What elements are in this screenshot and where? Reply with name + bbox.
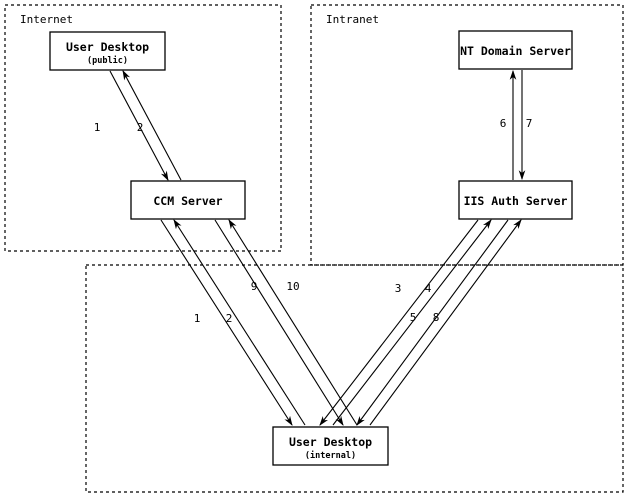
node-title-user-desktop-internal: User Desktop [289, 435, 372, 449]
flow-step-labels: 1 2 1 2 9 10 3 4 5 8 6 7 [94, 117, 533, 325]
node-title-user-desktop-public: User Desktop [66, 40, 149, 54]
step-label-1: 1 [194, 312, 201, 325]
node-user-desktop-public[interactable]: User Desktop(public) [49, 31, 166, 71]
node-box-nt-domain-server[interactable] [458, 30, 573, 70]
node-ccm-server[interactable]: CCM Server [130, 180, 246, 220]
node-box-iis-auth-server[interactable] [458, 180, 573, 220]
node-title-ccm-server: CCM Server [153, 194, 222, 208]
node-subtitle-user-desktop-public: (public) [87, 55, 128, 66]
flow-arrow-3-iis-auth-server-to-user-desktop-internal [319, 219, 479, 426]
zone-border-internal [85, 264, 624, 493]
step-label-2: 2 [137, 121, 144, 134]
step-label-4: 4 [425, 282, 432, 295]
zone-boundaries: Internet Intranet [4, 4, 624, 493]
node-box-user-desktop-public[interactable] [49, 31, 166, 71]
step-label-5: 5 [410, 311, 417, 324]
node-box-user-desktop-internal[interactable] [272, 426, 389, 466]
node-subtitle-user-desktop-internal: (internal) [305, 450, 356, 461]
node-box-ccm-server[interactable] [130, 180, 246, 220]
flow-arrow-1-user-desktop-public-to-ccm-server [109, 70, 169, 181]
node-nt-domain-server[interactable]: NT Domain Server [458, 30, 573, 70]
zone-internal [85, 264, 624, 493]
step-label-10: 10 [286, 280, 299, 293]
flow-arrow-2-ccm-server-to-user-desktop-public [122, 70, 182, 181]
flow-arrow-9-ccm-server-to-user-desktop-internal [214, 219, 344, 426]
flow-arrow-8-user-desktop-internal-to-iis-auth-server [369, 219, 522, 426]
zone-label-internet: Internet [20, 13, 73, 26]
node-iis-auth-server[interactable]: IIS Auth Server [458, 180, 573, 220]
flow-arrow-1-ccm-server-to-user-desktop-internal [160, 219, 293, 426]
node-user-desktop-internal[interactable]: User Desktop(internal) [272, 426, 389, 466]
step-label-8: 8 [433, 311, 440, 324]
node-title-nt-domain-server: NT Domain Server [460, 44, 571, 58]
step-label-3: 3 [395, 282, 402, 295]
zone-label-intranet: Intranet [326, 13, 379, 26]
zone-border-internet [4, 4, 282, 252]
flow-arrow-10-user-desktop-internal-to-ccm-server [228, 219, 358, 426]
step-label-7: 7 [526, 117, 533, 130]
flow-arrows [109, 69, 526, 426]
zone-internet: Internet [4, 4, 282, 252]
step-label-1: 1 [94, 121, 101, 134]
flow-arrow-5-iis-auth-server-to-user-desktop-internal [356, 219, 509, 426]
node-title-iis-auth-server: IIS Auth Server [464, 194, 568, 208]
step-label-2: 2 [226, 312, 233, 325]
flow-arrow-4-user-desktop-internal-to-iis-auth-server [332, 219, 492, 426]
flow-arrow-2-user-desktop-internal-to-ccm-server [173, 219, 306, 426]
step-label-9: 9 [251, 280, 258, 293]
step-label-6: 6 [500, 117, 507, 130]
